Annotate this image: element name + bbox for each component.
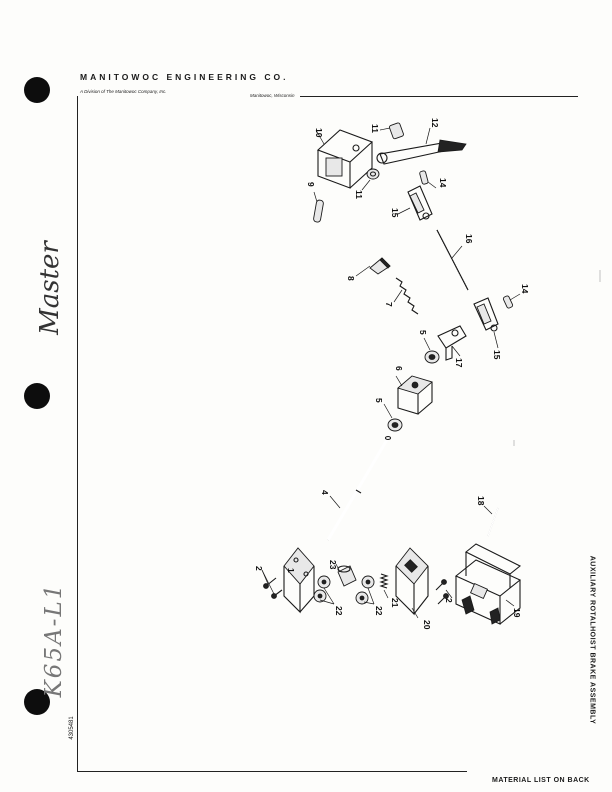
callout-7: 7	[384, 302, 394, 307]
part-21-spring	[379, 573, 389, 589]
part-11-washer	[366, 168, 380, 180]
callout-13: 12	[430, 118, 440, 128]
callout-9: 9	[306, 182, 316, 187]
part-15-clevis-upper	[407, 185, 433, 221]
callout-15-upper: 15	[390, 208, 400, 218]
material-list-note: MATERIAL LIST ON BACK	[492, 777, 590, 784]
callout-14-lower: 14	[520, 284, 530, 294]
part-16-threaded-rod	[436, 229, 469, 291]
part-15-clevis-lower	[473, 297, 499, 332]
left-border-rule	[77, 96, 78, 771]
callout-18: 18	[476, 496, 486, 506]
part-14-pin-upper	[419, 170, 429, 185]
part-5-collar-upper	[424, 350, 440, 364]
part-18-pin	[487, 507, 499, 537]
part-23-bushing	[337, 565, 357, 587]
leader-lines	[261, 127, 521, 619]
part-22-washers-right	[355, 575, 375, 605]
part-12-bushing	[389, 122, 404, 140]
callout-11: 11	[354, 190, 364, 199]
callout-22-right: 22	[374, 606, 384, 616]
callout-2-right: 2	[444, 598, 454, 603]
part-20-plate	[395, 547, 429, 616]
company-subtitle: A Division of The Manitowoc Company, Inc…	[80, 89, 167, 94]
part-4-shaft	[326, 435, 392, 541]
punch-hole-top	[24, 77, 50, 103]
part-2-screw-left	[263, 577, 283, 599]
callout-20: 20	[422, 620, 432, 630]
company-location: Manitowoc, Wisconsin	[250, 93, 295, 98]
company-name: MANITOWOC ENGINEERING CO.	[80, 72, 289, 82]
callout-8: 8	[346, 276, 356, 281]
callout-14-upper: 14	[438, 178, 448, 188]
part-9-pin	[313, 199, 324, 223]
callout-5-upper: 5	[418, 330, 428, 335]
part-7-spring	[395, 277, 419, 315]
part-5-collar-lower	[387, 418, 403, 432]
part-17-yoke	[437, 325, 467, 361]
callout-21: 21	[390, 598, 400, 608]
callout-5-lower: 5	[374, 398, 384, 403]
part-6-block	[397, 375, 433, 415]
callout-4: 4	[320, 490, 330, 495]
callout-19: 19	[512, 608, 522, 618]
callout-12: 11	[370, 124, 380, 133]
part-8-wedge	[369, 257, 391, 275]
callout-23: 23	[328, 560, 338, 570]
callout-17: 17	[454, 358, 464, 368]
punch-hole-bottom	[24, 689, 50, 715]
callout-15-lower: 15	[492, 350, 502, 360]
callout-16: 16	[464, 234, 474, 244]
part-2-screw-right	[435, 579, 449, 605]
punch-hole-middle	[24, 383, 50, 409]
part-1-plate	[283, 547, 315, 614]
header-rule	[300, 96, 578, 97]
part-14-pin-lower	[502, 295, 514, 309]
callout-2-left: 2	[254, 566, 264, 571]
part-19-frame	[454, 543, 522, 625]
callout-1: 1	[286, 568, 296, 573]
bottom-border-rule	[77, 771, 467, 772]
callout-labels: 10 11 12 11 9 14 15 16 8 7 14 15 5 17 6 …	[254, 118, 530, 630]
callout-10: 10	[314, 128, 324, 138]
part-13-lever	[376, 139, 467, 165]
part-10-bracket	[316, 129, 374, 189]
part-22-washers-left	[313, 575, 331, 603]
callout-6: 6	[394, 366, 404, 371]
callout-22-left: 22	[334, 606, 344, 616]
